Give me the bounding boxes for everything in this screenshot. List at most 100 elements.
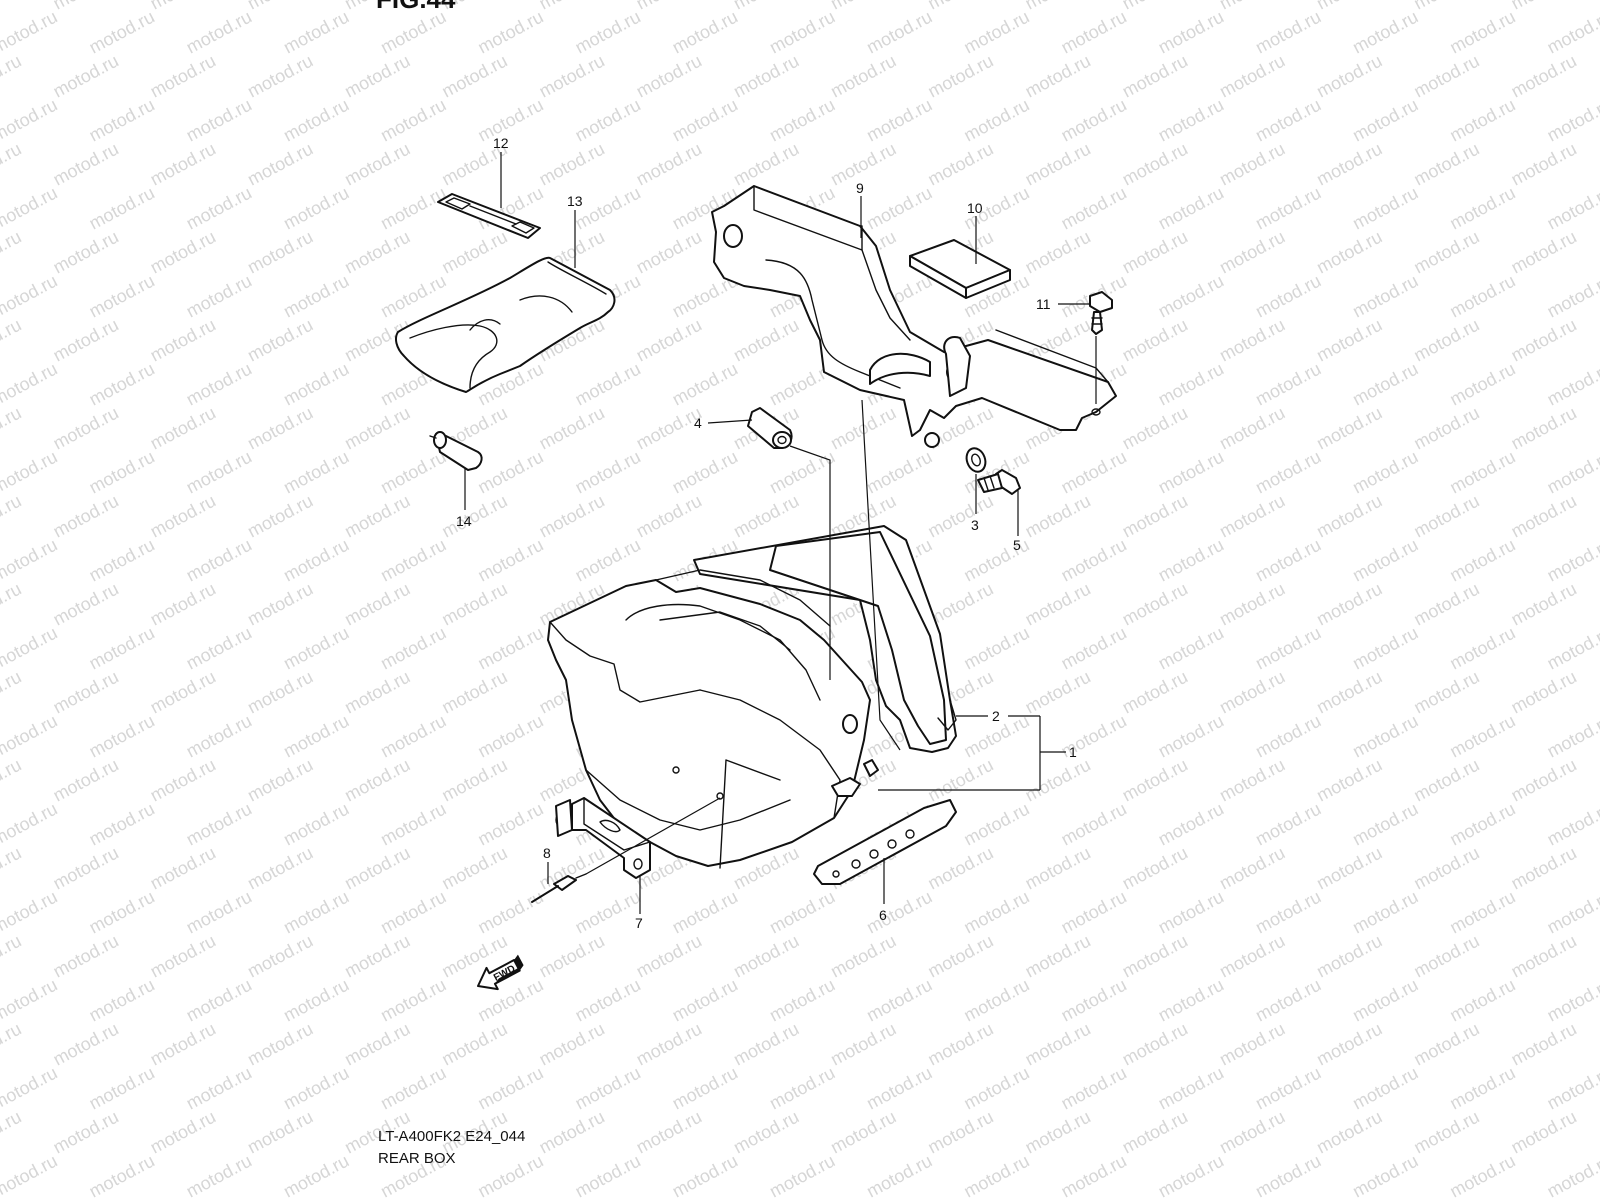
watermark-text: motod.ru [1446, 447, 1518, 498]
watermark-text: motod.ru [863, 887, 935, 938]
watermark-text: motod.ru [863, 7, 935, 58]
watermark-text: motod.ru [1216, 1019, 1288, 1070]
callout-2: 2 [992, 708, 1000, 724]
watermark-text: motod.ru [341, 667, 413, 718]
callout-7: 7 [635, 915, 643, 931]
watermark-text: motod.ru [147, 1107, 219, 1158]
watermark-text: motod.ru [924, 0, 996, 14]
watermark-text: motod.ru [0, 359, 61, 410]
callout-6: 6 [879, 907, 887, 923]
watermark-text: motod.ru [766, 975, 838, 1026]
callout-9: 9 [856, 180, 864, 196]
watermark-text: motod.ru [1022, 931, 1094, 982]
watermark-text: motod.ru [536, 1019, 608, 1070]
watermark-text: motod.ru [1022, 843, 1094, 894]
watermark-text: motod.ru [1349, 535, 1421, 586]
watermark-text: motod.ru [1446, 623, 1518, 674]
watermark-text: motod.ru [633, 1019, 705, 1070]
watermark-text: motod.ru [1410, 51, 1482, 102]
watermark-text: motod.ru [1544, 799, 1600, 850]
watermark-text: motod.ru [0, 491, 25, 542]
watermark-text: motod.ru [86, 887, 158, 938]
watermark-text: motod.ru [669, 887, 741, 938]
washer-part-3 [965, 447, 987, 473]
watermark-text: motod.ru [50, 931, 122, 982]
watermark-text: motod.ru [536, 931, 608, 982]
watermark-text: motod.ru [730, 139, 802, 190]
watermark-text: motod.ru [183, 183, 255, 234]
fwd-label: FWD [492, 963, 517, 983]
watermark-text: motod.ru [1508, 491, 1580, 542]
watermark-text: motod.ru [924, 1107, 996, 1158]
watermark-text: motod.ru [147, 227, 219, 278]
watermark-text: motod.ru [1544, 7, 1600, 58]
watermark-text: motod.ru [1544, 887, 1600, 938]
watermark-text: motod.ru [1022, 1107, 1094, 1158]
watermark-text: motod.ru [0, 95, 61, 146]
watermark-text: motod.ru [377, 887, 449, 938]
watermark-text: motod.ru [86, 271, 158, 322]
watermark-text: motod.ru [572, 535, 644, 586]
watermark-text: motod.ru [86, 7, 158, 58]
watermark-text: motod.ru [1058, 1151, 1130, 1200]
watermark-text: motod.ru [1349, 359, 1421, 410]
watermark-text: motod.ru [1119, 227, 1191, 278]
bolt-part-11 [1089, 291, 1113, 335]
watermark-text: motod.ru [244, 755, 316, 806]
watermark-text: motod.ru [1313, 931, 1385, 982]
watermark-text: motod.ru [244, 843, 316, 894]
watermark-text: motod.ru [280, 1151, 352, 1200]
watermark-text: motod.ru [474, 887, 546, 938]
watermark-text: motod.ru [1022, 491, 1094, 542]
watermark-text: motod.ru [1216, 843, 1288, 894]
watermark-text: motod.ru [1058, 1063, 1130, 1114]
screw-part-5 [977, 469, 1021, 495]
watermark-text: motod.ru [1119, 139, 1191, 190]
watermark-text: motod.ru [1216, 491, 1288, 542]
watermark-text: motod.ru [0, 667, 25, 718]
watermark-text: motod.ru [1544, 1151, 1600, 1200]
watermark-text: motod.ru [1446, 887, 1518, 938]
callout-8: 8 [543, 845, 551, 861]
watermark-text: motod.ru [86, 1151, 158, 1200]
watermark-text: motod.ru [474, 623, 546, 674]
watermark-text: motod.ru [1058, 183, 1130, 234]
watermark-text: motod.ru [572, 1063, 644, 1114]
watermark-text: motod.ru [1058, 447, 1130, 498]
watermark-text: motod.ru [1155, 1151, 1227, 1200]
watermark-text: motod.ru [0, 1107, 25, 1158]
watermark-text: motod.ru [280, 623, 352, 674]
watermark-text: motod.ru [1022, 579, 1094, 630]
watermark-text: motod.ru [1216, 227, 1288, 278]
watermark-text: motod.ru [1216, 403, 1288, 454]
watermark-text: motod.ru [86, 711, 158, 762]
watermark-text: motod.ru [0, 755, 25, 806]
watermark-text: motod.ru [1544, 1063, 1600, 1114]
watermark-text: motod.ru [147, 931, 219, 982]
watermark-text: motod.ru [280, 271, 352, 322]
watermark-text: motod.ru [1022, 755, 1094, 806]
watermark-text: motod.ru [86, 623, 158, 674]
watermark-text: motod.ru [1216, 51, 1288, 102]
watermark-text: motod.ru [183, 623, 255, 674]
watermark-text: motod.ru [1446, 799, 1518, 850]
watermark-text: motod.ru [1252, 359, 1324, 410]
watermark-text: motod.ru [1349, 1151, 1421, 1200]
watermark-text: motod.ru [863, 447, 935, 498]
watermark-text: motod.ru [1410, 843, 1482, 894]
watermark-text: motod.ru [1544, 711, 1600, 762]
watermark-text: motod.ru [960, 887, 1032, 938]
watermark-text: motod.ru [1349, 711, 1421, 762]
watermark-text: motod.ru [863, 183, 935, 234]
leader-lines [464, 152, 1097, 914]
watermark-text: motod.ru [280, 95, 352, 146]
watermark-text: motod.ru [1216, 1107, 1288, 1158]
watermark-text: motod.ru [960, 1063, 1032, 1114]
watermark-text: motod.ru [183, 359, 255, 410]
watermark-text: motod.ru [183, 7, 255, 58]
watermark-text: motod.ru [341, 403, 413, 454]
watermark-text: motod.ru [766, 7, 838, 58]
watermark-text: motod.ru [536, 0, 608, 14]
watermark-text: motod.ru [244, 1019, 316, 1070]
watermark-text: motod.ru [0, 1151, 61, 1200]
